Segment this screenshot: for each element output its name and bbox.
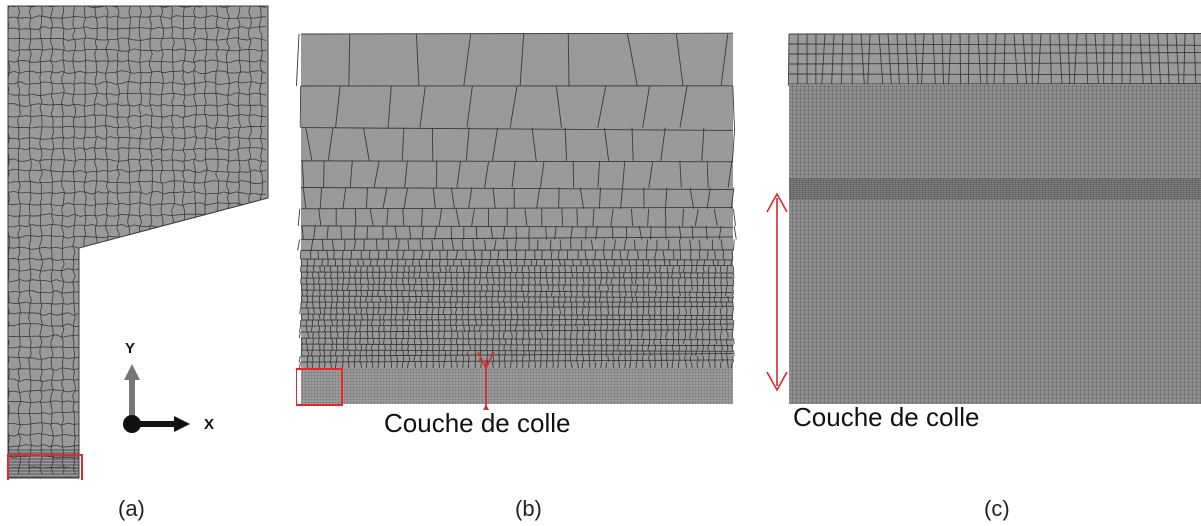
layer-thickness-arrow-icon (766, 192, 788, 392)
adhesive-mesh-diagram (766, 33, 1201, 404)
x-axis-label: X (204, 416, 215, 433)
zoomed-mesh-diagram (296, 32, 737, 410)
adhesive-layer-band-c (789, 84, 1201, 404)
caption-a: (a) (118, 496, 145, 521)
caption-b: (b) (515, 496, 542, 521)
axis-origin-icon (123, 415, 141, 433)
panel-a-full-mesh: Y X (a) (0, 0, 290, 526)
adhesive-layer-label-c: Couche de colle (793, 402, 980, 432)
y-axis-arrow-icon (124, 364, 140, 380)
y-axis-label: Y (125, 340, 136, 357)
mesh-grid-b (296, 32, 737, 369)
adhesive-layer-band-b (301, 368, 733, 404)
panel-b-zoom-mesh: Couche de colle (b) (296, 30, 741, 521)
thickness-arrow-icon (477, 351, 495, 410)
panel-c-adhesive-zoom: Couche de colle (c) (760, 30, 1201, 526)
zoom-region-highlight-b (296, 368, 343, 406)
x-axis-arrow-icon (174, 416, 190, 432)
caption-c: (c) (984, 496, 1010, 521)
specimen-mesh-diagram (7, 5, 269, 480)
zoom-region-highlight (7, 454, 83, 480)
axis-triad: Y X (112, 336, 222, 446)
interface-band-c (789, 178, 1201, 200)
adhesive-layer-label-b: Couche de colle (384, 408, 571, 438)
mesh-grid-c (787, 33, 1201, 87)
